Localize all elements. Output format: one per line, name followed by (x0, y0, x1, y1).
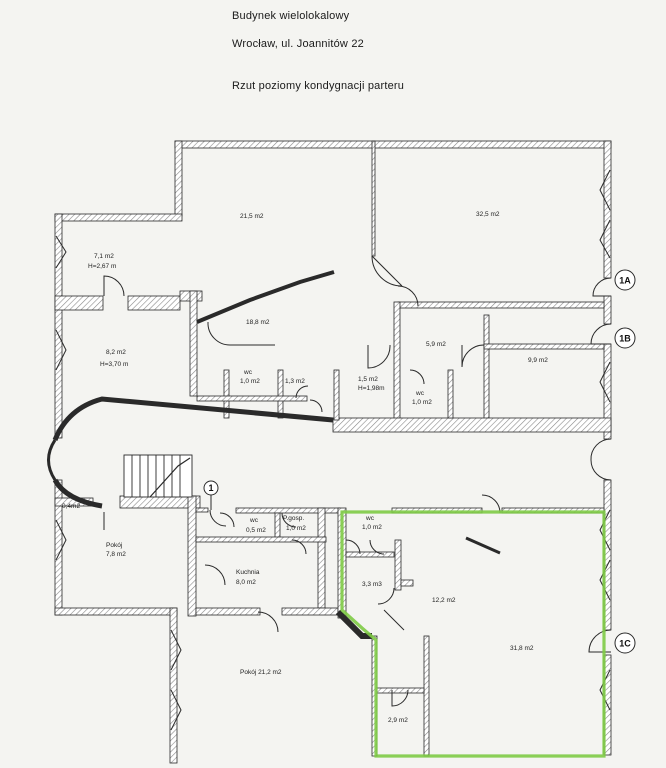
room-label: Kuchnia (236, 569, 260, 576)
svg-text:1B: 1B (619, 334, 631, 344)
room-label: wc (415, 390, 425, 397)
room-label: 1,0 m2 (240, 378, 260, 385)
room-label: wc (243, 369, 253, 376)
room-label: 12,2 m2 (432, 597, 456, 604)
room-label: 1,0 m2 (412, 399, 432, 406)
building-title: Budynek wielolokalowy (232, 10, 350, 22)
room-label: 0,5 m2 (246, 527, 266, 534)
svg-text:1: 1 (208, 483, 213, 493)
svg-text:1C: 1C (619, 639, 631, 649)
highlighted-unit-outline (340, 510, 606, 758)
room-label: 9,9 m2 (528, 357, 548, 364)
marker-1: 1 (203, 480, 219, 496)
room-label: 7,1 m2 (94, 253, 114, 260)
interior-walls (54, 140, 612, 757)
room-label: 18,8 m2 (246, 319, 270, 326)
room-label: 1,3 m2 (285, 378, 305, 385)
room-label: 21,5 m2 (240, 213, 264, 220)
outer-walls (54, 140, 612, 764)
room-label: 1,0 m2 (362, 524, 382, 531)
room-label: 1,0 m2 (286, 525, 306, 532)
marker-1b: 1B (614, 327, 636, 349)
address: Wrocław, ul. Joannitów 22 (232, 38, 364, 50)
room-label: 3,3 m3 (362, 581, 382, 588)
svg-text:1A: 1A (619, 276, 631, 286)
angled-walls (196, 270, 501, 639)
room-label: P.gosp. (283, 515, 304, 522)
room-label: 2,9 m2 (388, 717, 408, 724)
room-label: 1,5 m2 (358, 376, 378, 383)
room-label: 32,5 m2 (476, 211, 500, 218)
room-label: wc (249, 517, 259, 524)
room-label: H=1,98m (358, 385, 385, 392)
room-label: Pokój (106, 542, 122, 549)
room-label: 0,4m2 (62, 503, 80, 510)
room-label: 5,9 m2 (426, 341, 446, 348)
windows (55, 169, 611, 731)
room-label: H=2,67 m (88, 263, 116, 270)
room-label: Pokój 21,2 m2 (240, 669, 282, 676)
doors (103, 255, 612, 707)
marker-1c: 1C (614, 632, 636, 654)
plan-title: Rzut poziomy kondygnacji parteru (232, 80, 405, 92)
room-label: H=3,70 m (100, 361, 128, 368)
room-label: 8,0 m2 (236, 579, 256, 586)
corridor-arches (47, 396, 334, 509)
staircase (123, 454, 193, 498)
room-label: 31,8 m2 (510, 645, 534, 652)
marker-1a: 1A (614, 269, 636, 291)
room-label: wc (365, 515, 375, 522)
room-labels: 21,5 m2 32,5 m2 7,1 m2 H=2,67 m 18,8 m2 … (62, 211, 548, 724)
room-label: 8,2 m2 (106, 349, 126, 356)
room-label: 7,8 m2 (106, 551, 126, 558)
